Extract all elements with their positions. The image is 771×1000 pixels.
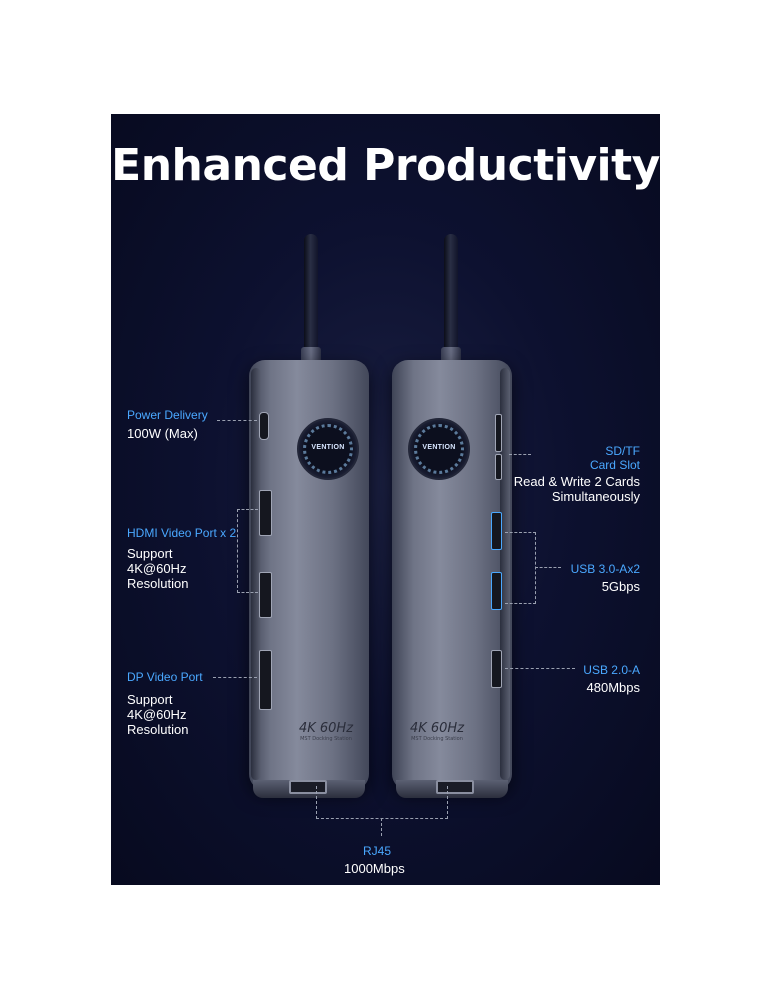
left-hub-port-edge — [251, 368, 261, 780]
dp-port — [259, 650, 272, 710]
sd-slot — [495, 414, 502, 452]
hdmi-label: HDMI Video Port x 2 — [127, 526, 237, 540]
dp-label: DP Video Port — [127, 670, 203, 684]
usb3-port-1 — [491, 512, 502, 550]
usb3-leader-line — [535, 567, 561, 568]
hdmi-detail: Support 4K@60Hz Resolution — [127, 546, 188, 591]
right-hub: VENTION 4K 60Hz MST Docking Station — [392, 360, 512, 798]
right-logo-disc: VENTION — [408, 418, 470, 480]
usb2-leader-line — [505, 668, 575, 669]
hdmi-detail-line-2: 4K@60Hz — [127, 561, 187, 576]
right-hub-port-edge — [500, 368, 510, 780]
tf-slot — [495, 454, 502, 480]
left-cable — [304, 234, 318, 354]
usb-c-port — [259, 412, 269, 440]
sdtf-detail-line-2: Simultaneously — [551, 489, 640, 504]
power-leader-line — [217, 420, 257, 421]
left-hub: VENTION 4K 60Hz MST Docking Station — [249, 360, 369, 798]
usb3-leader-bracket — [505, 532, 536, 604]
dp-detail-line-3: Resolution — [127, 722, 189, 737]
product-banner: Enhanced Productivity VENTION 4K 60Hz MS… — [111, 114, 660, 885]
right-cable-collar — [441, 347, 461, 363]
dp-detail: Support 4K@60Hz Resolution — [127, 692, 188, 737]
brand-logo: VENTION — [311, 444, 345, 451]
sdtf-label-line-1: SD/TF — [605, 444, 640, 458]
right-spec-print: 4K 60Hz MST Docking Station — [402, 721, 472, 742]
rj45-leader-bracket — [316, 786, 448, 819]
brand-logo: VENTION — [422, 444, 456, 451]
sdtf-label-line-2: Card Slot — [589, 458, 640, 472]
spec-subtext: MST Docking Station — [300, 736, 352, 742]
hdmi-port-1 — [259, 490, 272, 536]
spec-subtext: MST Docking Station — [411, 736, 463, 742]
sdtf-leader-line — [509, 454, 531, 455]
left-cable-collar — [301, 347, 321, 363]
left-rj45-port — [289, 780, 327, 794]
hdmi-detail-line-3: Resolution — [127, 576, 189, 591]
sdtf-label: SD/TF Card Slot — [590, 444, 640, 472]
usb2-label: USB 2.0-A — [583, 663, 640, 677]
usb3-port-2 — [491, 572, 502, 610]
left-logo-disc: VENTION — [297, 418, 359, 480]
rj45-leader-stem — [381, 818, 382, 836]
dp-leader-line — [213, 677, 257, 678]
dp-detail-line-2: 4K@60Hz — [127, 707, 187, 722]
led-ring — [414, 424, 464, 474]
usb2-port — [491, 650, 502, 688]
sdtf-detail-line-1: Read & Write 2 Cards — [513, 474, 640, 489]
power-delivery-label: Power Delivery — [127, 408, 208, 422]
usb3-label: USB 3.0-Ax2 — [570, 562, 640, 576]
hdmi-port-2 — [259, 572, 272, 618]
hdmi-detail-line-1: Support — [127, 546, 173, 561]
sdtf-detail: Read & Write 2 Cards Simultaneously — [514, 474, 640, 504]
led-ring — [303, 424, 353, 474]
usb2-detail: 480Mbps — [586, 680, 640, 695]
rj45-label: RJ45 — [363, 844, 392, 858]
usb3-detail: 5Gbps — [601, 579, 640, 594]
banner-title: Enhanced Productivity — [111, 140, 660, 191]
hdmi-leader-bracket — [237, 509, 258, 593]
right-rj45-port — [436, 780, 474, 794]
rj45-detail: 1000Mbps — [344, 861, 405, 876]
spec-text: 4K 60Hz — [298, 721, 354, 736]
left-spec-print: 4K 60Hz MST Docking Station — [291, 721, 361, 742]
right-cable — [444, 234, 458, 354]
power-delivery-detail: 100W (Max) — [127, 426, 198, 441]
dp-detail-line-1: Support — [127, 692, 173, 707]
spec-text: 4K 60Hz — [409, 721, 465, 736]
